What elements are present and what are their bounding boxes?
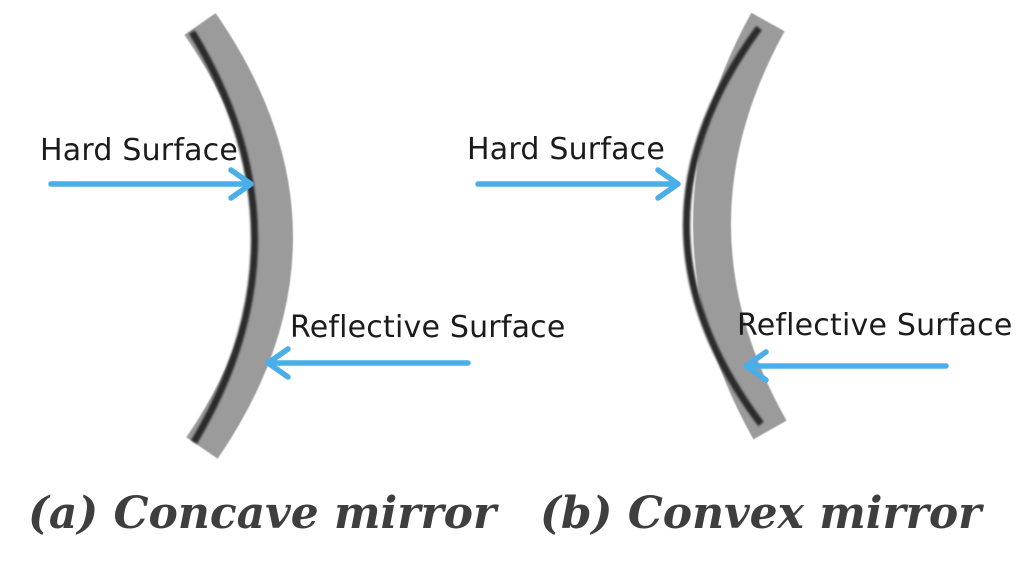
caption-concave-mirror: (a) Concave mirror — [28, 488, 497, 539]
reflective-surface-label-b: Reflective Surface — [737, 308, 1013, 343]
hard-surface-label-b: Hard Surface — [467, 132, 666, 167]
concave-mirror-edge — [189, 30, 258, 444]
hard-surface-label-a: Hard Surface — [40, 133, 239, 168]
reflective-surface-label-a: Reflective Surface — [290, 310, 566, 345]
convex-mirror-shape — [683, 12, 787, 440]
hard-surface-arrow-a-icon — [48, 167, 254, 201]
concave-mirror-shape — [184, 13, 293, 459]
caption-convex-mirror: (b) Convex mirror — [540, 488, 982, 539]
convex-mirror-body — [693, 12, 787, 440]
concave-mirror-body — [184, 13, 293, 459]
reflective-surface-arrow-b-icon — [743, 349, 949, 383]
reflective-surface-arrow-a-icon — [265, 346, 471, 380]
convex-mirror-edge — [683, 25, 764, 427]
hard-surface-arrow-b-icon — [475, 167, 681, 201]
